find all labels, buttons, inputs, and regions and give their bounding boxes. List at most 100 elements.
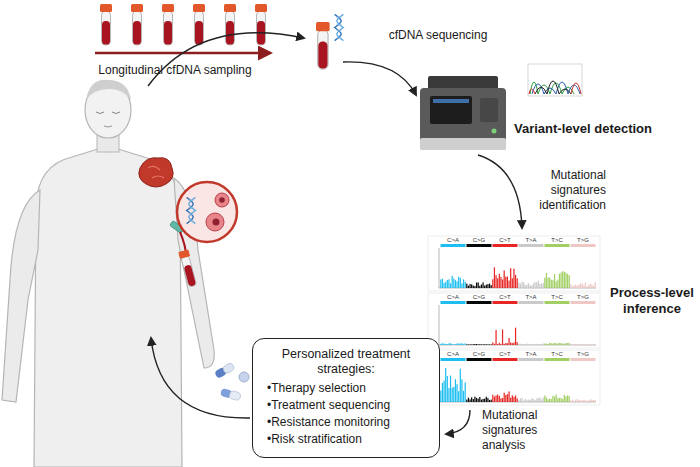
signature-bar [476,283,477,288]
signature-bar [525,344,526,346]
signature-bar [559,274,560,288]
channel-strip [441,301,466,304]
signature-bar [460,344,461,345]
channel-label: C>G [466,237,492,244]
step-label: Mutational signatures identification [520,168,606,213]
plot-frame [428,350,600,405]
channel-strip [493,358,518,361]
channel-label: C>G [466,351,492,358]
signature-bar [505,343,506,345]
signature-bar [474,397,475,402]
signature-bar [507,343,508,345]
signature-bar [443,283,444,288]
signature-bar [538,344,539,346]
signature-bar [526,344,527,345]
signature-bar [507,277,508,288]
signature-bar [591,344,592,346]
channel-strip [467,301,492,304]
signature-bar [487,284,488,288]
signature-bar [495,395,496,402]
signature-bar [572,344,573,346]
signature-bar [482,399,483,402]
signature-bar [499,343,500,345]
signature-bar [487,398,488,402]
signature-bar [582,344,583,346]
signature-bar [460,369,461,402]
signature-bar [510,398,511,402]
signature-bar [534,282,535,288]
signature-bar [458,277,459,288]
signature-bar [468,398,469,402]
signature-bar [588,344,589,346]
signature-bar [538,281,539,288]
dna-icon [187,197,196,223]
step-label: Longitudinal cfDNA sampling [88,63,262,78]
signature-bar [497,395,498,402]
channel-strip [467,244,492,247]
signature-bar [452,388,453,402]
signature-bar [495,275,496,288]
blood-tube [193,4,205,45]
signature-bar [517,278,518,288]
channel-label: T>C [544,294,570,301]
signature-bar [461,343,462,345]
signature-bar [513,397,514,402]
person-mouth [104,126,112,127]
signature-bar [583,285,584,288]
signature-bar [461,283,462,288]
signature-bar [502,330,503,345]
channel-strip [571,358,596,361]
signature-bar [500,344,501,345]
signature-bar [442,279,443,288]
signature-bar [497,344,498,346]
signature-bar [593,344,594,346]
dna-icon [335,14,344,40]
signature-bar [570,400,571,402]
signature-bar [538,398,539,402]
signature-bar [564,272,565,288]
stage-label: Variant-level detection [508,121,658,137]
signature-bar [523,344,524,346]
signature-bar [450,376,451,402]
tumor-cell [215,193,229,207]
signature-bar [582,400,583,402]
stage-label: Process-level inference [604,285,700,317]
signature-bar [479,397,480,402]
signature-bar [547,277,548,288]
signature-bar [541,344,542,345]
bullet-item: •Therapy selection [267,380,425,397]
channel-label: C>A [440,294,466,301]
signature-bar [471,397,472,402]
signature-bar [544,278,545,288]
channel-label: T>A [518,294,544,301]
signature-bar [440,279,441,288]
signature-bar [567,343,568,345]
signature-bar [499,274,500,288]
channel-strip [493,301,518,304]
sequencer-slot [480,98,498,122]
step-label: Mutational signatures analysis [482,408,554,453]
signature-bar [456,384,457,402]
signature-bar [486,344,487,346]
signature-bar [474,286,475,288]
signature-bar [466,284,467,288]
signature-bar [473,286,474,288]
signature-bar [504,270,505,288]
flow-arrow [446,410,470,434]
signature-bar [515,328,516,345]
signature-bar [479,286,480,288]
signature-bar [536,282,537,288]
signature-bar [504,344,505,345]
signature-bar [567,396,568,402]
signature-bar [487,344,488,346]
signature-bar [442,383,443,402]
signature-bar [497,278,498,288]
signature-bar [517,342,518,345]
signature-bar [489,344,490,346]
signature-bar [585,344,586,346]
signature-bar [512,278,513,288]
signature-bar [559,398,560,402]
flow-arrow [148,33,304,86]
blood-tube [255,4,267,45]
signature-bar [474,344,475,345]
